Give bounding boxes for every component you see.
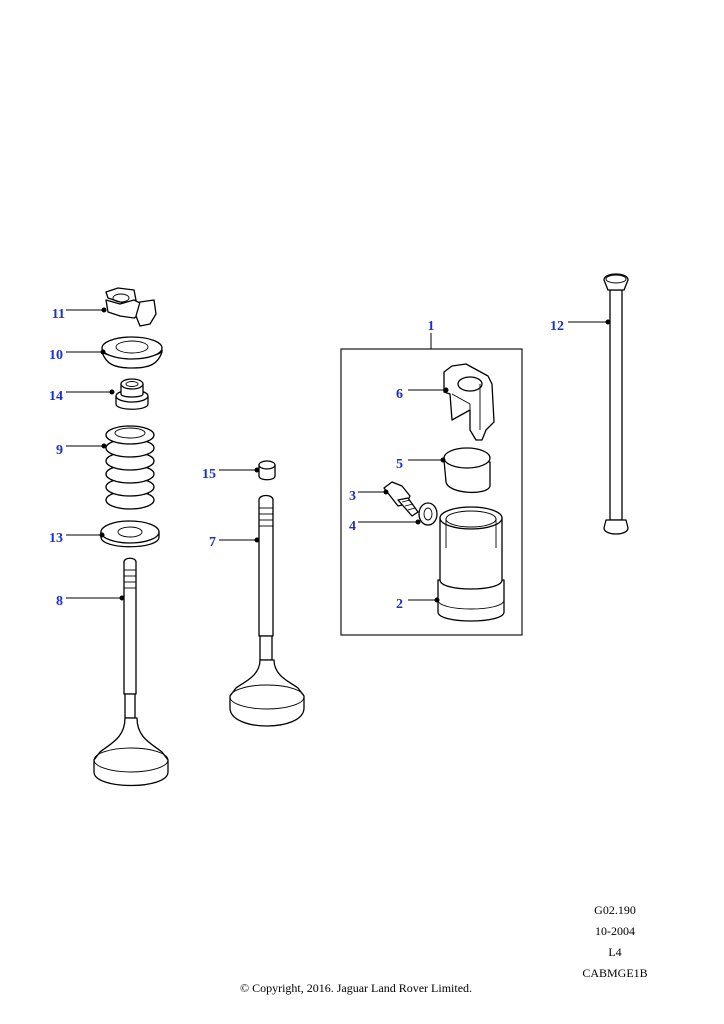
illustration-date: 10-2004 xyxy=(595,924,635,938)
callout-1[interactable]: 1 xyxy=(428,319,435,334)
part-9-valve-spring[interactable] xyxy=(105,425,155,510)
callout-7[interactable]: 7 xyxy=(209,535,216,550)
illustration-code: G02.190 xyxy=(594,903,636,917)
part-4-washer[interactable] xyxy=(418,502,438,526)
illustration-meta: G02.190 10-2004 L4 CABMGE1B xyxy=(570,900,660,984)
callout-5[interactable]: 5 xyxy=(396,457,403,472)
copyright-notice: © Copyright, 2016. Jaguar Land Rover Lim… xyxy=(239,981,473,995)
callout-8[interactable]: 8 xyxy=(56,594,63,609)
callout-12[interactable]: 12 xyxy=(550,319,564,334)
callout-4[interactable]: 4 xyxy=(349,519,356,534)
part-5-shim[interactable] xyxy=(443,447,491,493)
callout-9[interactable]: 9 xyxy=(56,443,63,458)
callout-11[interactable]: 11 xyxy=(52,307,65,322)
part-6-lifter-clip[interactable] xyxy=(443,363,495,441)
part-7-valve-short[interactable] xyxy=(229,494,305,727)
part-11-valve-collet[interactable] xyxy=(105,287,157,327)
part-8-valve-long[interactable] xyxy=(93,557,169,787)
callout-2[interactable]: 2 xyxy=(396,597,403,612)
callout-10[interactable]: 10 xyxy=(49,348,63,363)
part-14-valve-stem-seal[interactable] xyxy=(115,378,149,410)
part-2-tappet[interactable] xyxy=(437,506,505,622)
part-3-bolt[interactable] xyxy=(383,481,419,517)
callout-3[interactable]: 3 xyxy=(349,489,356,504)
part-10-spring-retainer[interactable] xyxy=(101,336,163,369)
engine-code: L4 xyxy=(608,945,622,959)
callout-14[interactable]: 14 xyxy=(49,389,63,404)
part-12-push-rod[interactable] xyxy=(603,273,629,535)
part-15-sleeve[interactable] xyxy=(258,460,276,481)
callout-15[interactable]: 15 xyxy=(202,467,216,482)
callout-6[interactable]: 6 xyxy=(396,387,403,402)
callout-13[interactable]: 13 xyxy=(49,531,63,546)
part-13-spring-seat[interactable] xyxy=(100,520,160,548)
catalog-code: CABMGE1B xyxy=(582,966,648,980)
